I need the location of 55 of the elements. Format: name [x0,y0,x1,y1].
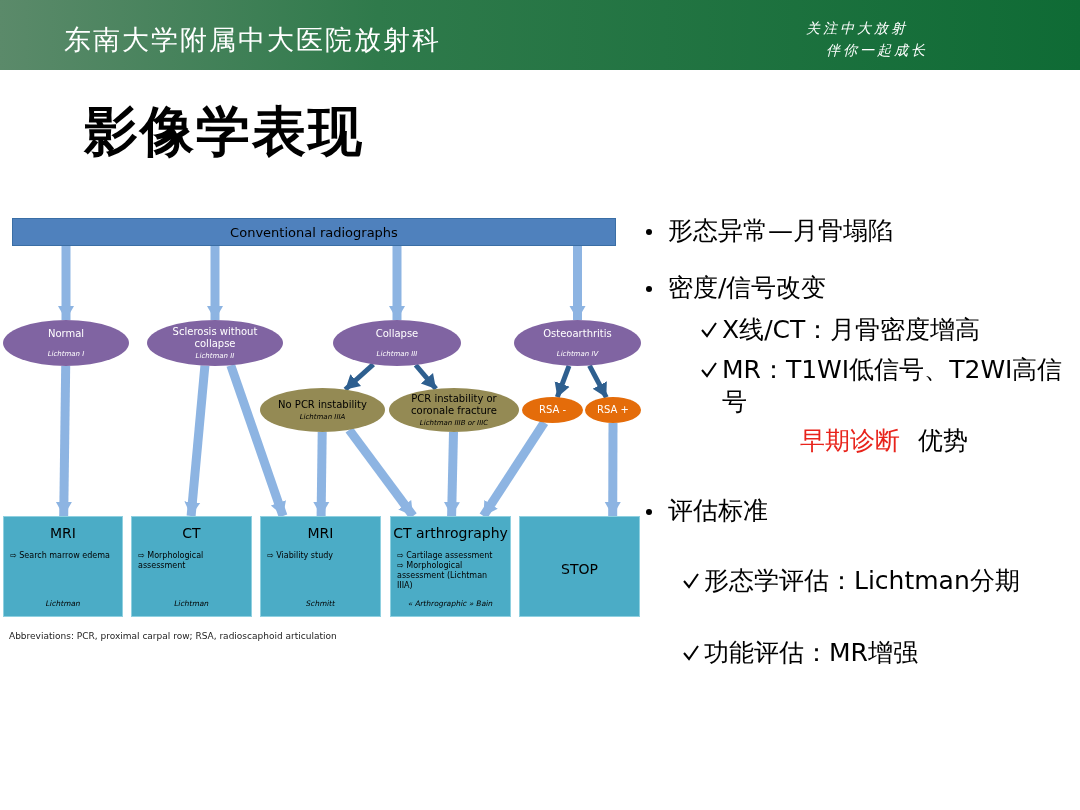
bullet-text: ⇨ Morphological assessment (Lichtman IIIA) [397,561,489,591]
arrow [554,364,572,399]
stage-ellipse [522,397,583,423]
imaging-box [3,516,123,617]
department-name: 东南大学附属中大医院放射科 [64,23,441,57]
bullet-text: 形态异常—月骨塌陷 [668,215,894,247]
highlight-text: 早期诊断 [800,425,901,457]
header-bar [12,218,616,246]
box-heading: MRI [50,525,76,541]
imaging-box [260,516,381,617]
box-heading: STOP [561,561,598,577]
slide-title: 影像学表现 [84,99,364,165]
abbreviations-note: Abbreviations: PCR, proximal carpal row; RSA, radioscaphoid articulation [9,631,337,641]
box-heading: MRI [307,525,334,541]
bullet-text: 评估标准 [668,495,769,527]
slogan-text: 关注中大放射 [806,20,908,38]
bullet-text: X线/CT：月骨密度增高 [722,314,982,346]
arrow [207,246,223,320]
box-heading: CT [182,525,201,541]
bullet-text: ⇨ Search marrow edema [10,551,111,561]
arrow [604,423,621,516]
arrow [55,365,72,517]
node-label: Conventional radiographs [230,224,398,240]
node-label: RSA - [538,404,567,416]
arrow [313,431,330,517]
node-label: Osteoarthritis [543,328,612,340]
bullet-text: ⇨ Cartilage assessment [397,551,494,561]
arrow [413,363,438,391]
stage-ellipse [585,397,641,423]
bullet-text: 功能评估：MR增强 [704,637,919,669]
arrow [226,363,288,518]
slogan-text: 伴你一起成长 [826,42,928,60]
arrow [389,246,405,320]
node-label: Sclerosis without collapse [171,326,259,350]
bullet-text: 密度/信号改变 [668,272,828,304]
imaging-box [390,516,511,617]
bullet-text: 优势 [918,425,969,457]
bullet-text: MR：T1WI低信号、T2WI高信号 [722,354,1064,418]
bullet-text: ⇨ Morphological assessment [138,551,205,571]
arrow [443,431,460,517]
stage-ellipse [260,388,385,432]
imaging-box [519,516,640,617]
node-label: RSA + [597,404,629,416]
imaging-box [131,516,252,617]
node-label: PCR instability or coronale fracture [410,393,498,417]
arrow [587,364,609,399]
node-label: No PCR instability [278,399,367,411]
bullet-text: 形态学评估：Lichtman分期 [704,565,1021,597]
node-label: Normal [47,328,85,340]
bullet-text: ⇨ Viability study [267,551,334,561]
arrow [58,246,74,320]
node-label: Collapse [375,328,419,340]
box-heading: CT arthrography [393,525,508,541]
arrow [569,246,586,320]
arrow [184,365,210,517]
